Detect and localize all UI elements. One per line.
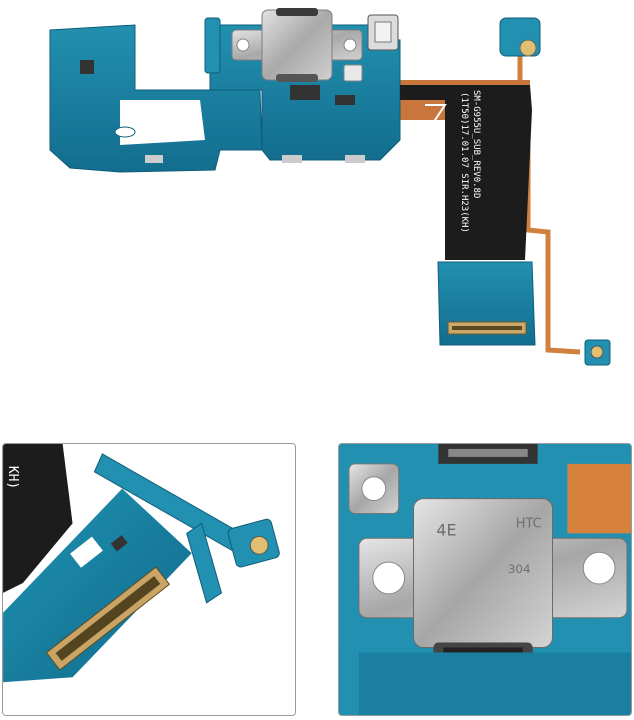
left-pcb [49,24,263,173]
detail-panel-usb-c-port: 4E HTC 304 [338,443,632,716]
board-to-board-connector-zoom [45,566,171,671]
connector-brand-text: HTC [516,516,542,531]
board-date-text: (1T50)17.01.07 SIR.H23(KH) [459,92,469,233]
connector-lot-text: 304 [508,562,531,576]
detail-panel-board-connector: KH) [2,443,296,716]
usb-c-connector [231,8,363,82]
connector-code-text: 4E [436,520,456,539]
charging-port-board-photo: SM-G955U_SUB_REV0.8D (1T50)17.01.07 SIR.… [49,8,611,366]
corner-mark-left: KH) [5,466,20,489]
board-model-text: SM-G955U_SUB_REV0.8D [471,90,481,198]
black-flex [400,85,532,260]
